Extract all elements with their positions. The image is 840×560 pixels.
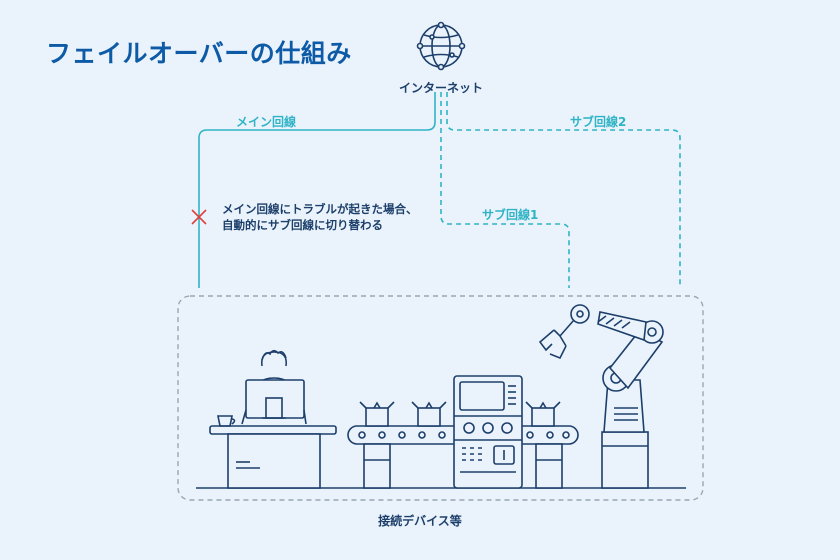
page-title: フェイルオーバーの仕組み — [46, 39, 352, 68]
worker-desk-icon — [209, 349, 337, 489]
fault-x-icon — [191, 209, 207, 225]
sub-line-2 — [446, 92, 681, 288]
sub-line-2-label: サブ回線2 — [570, 115, 627, 129]
main-line-label: メイン回線 — [236, 115, 297, 129]
robot-arm-icon — [538, 304, 664, 489]
sub-line-1-label: サブ回線1 — [482, 208, 539, 222]
failover-note-line-1: メイン回線にトラブルが起きた場合、 — [222, 202, 418, 216]
devices-label: 接続デバイス等 — [378, 514, 462, 528]
sub-line-1 — [440, 92, 570, 288]
globe-icon — [416, 21, 466, 71]
main-line — [198, 92, 436, 288]
failover-note: メイン回線にトラブルが起きた場合、 自動的にサブ回線に切り替わる — [222, 201, 418, 233]
internet-label: インターネット — [398, 81, 484, 95]
control-machine-icon — [453, 375, 523, 489]
failover-note-line-2: 自動的にサブ回線に切り替わる — [222, 218, 383, 232]
